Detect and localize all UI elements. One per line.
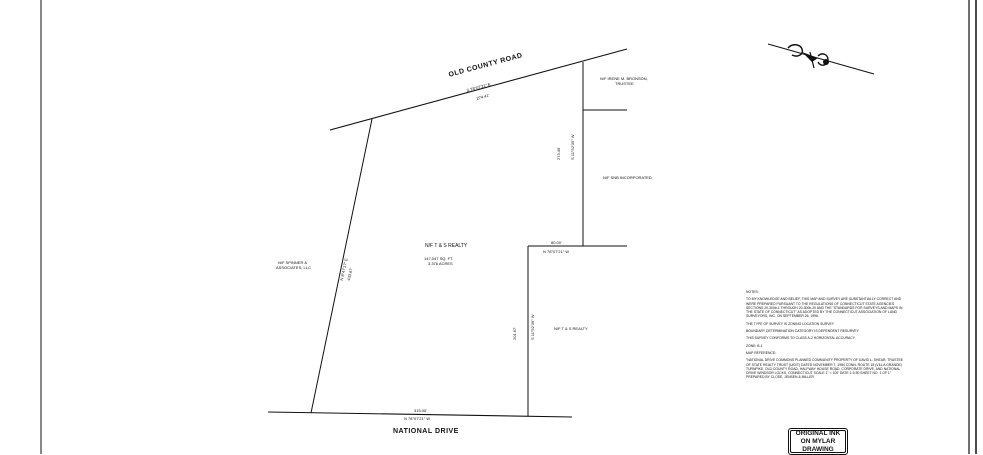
notes-paragraph-7: "NATIONAL DRIVE COMMONS PLANNED COMMUNIT… (746, 358, 904, 380)
notes-title: NOTES: (746, 290, 759, 294)
parcel-west-line (310, 118, 373, 414)
old-county-road-line (329, 48, 628, 131)
south-distance: 315.00' (414, 408, 427, 413)
stamp-inner-border (790, 430, 846, 453)
stamp-line-3: DRAWING (802, 446, 834, 453)
stamp-line-2: ON MYLAR (800, 438, 836, 445)
notes-paragraph-6: MAP REFERENCE: (746, 350, 777, 355)
adjacent-east: N/F SNB INCORPORATED (603, 175, 652, 180)
jog-distance: 80.00' (551, 240, 562, 245)
adjacent-northeast-line1: N/F IRENE M. BRONSON, (600, 76, 648, 81)
jog-bearing: N 78°07'21" W (543, 249, 570, 254)
east-upper-distance: 273.49' (556, 147, 561, 160)
stamp-line-1: ORIGINAL INK (795, 430, 841, 437)
parcel-owner: N/F T & S REALTY (425, 243, 468, 249)
east-upper-bearing: S 11°52'39" W (570, 134, 575, 161)
south-bearing: N 78°07'21" W (404, 416, 431, 421)
original-ink-stamp: ORIGINAL INK ON MYLAR DRAWING (788, 428, 848, 455)
adjacent-west-line1: N/F SPINNER & (278, 260, 308, 265)
survey-notes: NOTES: TO MY KNOWLEDGE AND BELIEF, THIS … (746, 290, 906, 383)
east-lower-distance: 201.67' (512, 327, 517, 340)
notes-paragraph-1: TO MY KNOWLEDGE AND BELIEF, THIS MAP AND… (746, 297, 903, 319)
notes-paragraph-3: BOUNDARY DETERMINATION CATEGORY IS DEPEN… (746, 329, 859, 334)
national-drive-line (267, 411, 573, 418)
notes-paragraph-5: ZONE: B-1 (746, 343, 763, 348)
adjacent-northeast-line2: TRUSTEE (615, 81, 634, 86)
east-lower-bearing: S 11°52'39" W (530, 314, 535, 341)
adjacent-west-line2: ASSOCIATES, LLC (276, 265, 311, 270)
parcel-area-sqft: 147,047 SQ. FT. (424, 256, 454, 261)
adjacent-southeast: N/F T & S REALTY (554, 326, 588, 331)
north-arrow-icon (767, 43, 875, 75)
notes-paragraph-4: THIS SURVEY CONFORMS TO CLASS A-2 HORIZO… (746, 336, 856, 341)
notes-paragraph-2: THE TYPE OF SURVEY IS ZONING LOCATION SU… (746, 321, 835, 326)
national-drive-label: NATIONAL DRIVE (393, 428, 459, 435)
parcel-area-acres: 3.376 ACRES (428, 261, 453, 266)
